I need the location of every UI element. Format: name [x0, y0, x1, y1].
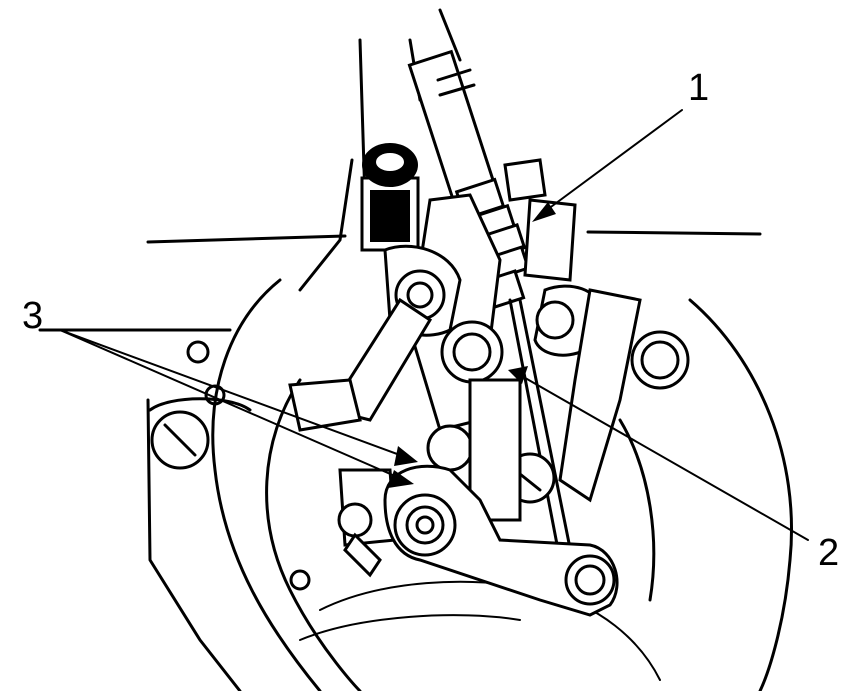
callout-1: 1: [688, 67, 709, 109]
callout-leaders: [59, 109, 809, 541]
stop-lever: [383, 464, 619, 617]
callout-3: 3: [22, 295, 43, 337]
pump-body: [288, 158, 690, 578]
engine-casing: [38, 38, 794, 691]
callout-2: 2: [818, 532, 839, 574]
head-bolt: [360, 143, 420, 252]
